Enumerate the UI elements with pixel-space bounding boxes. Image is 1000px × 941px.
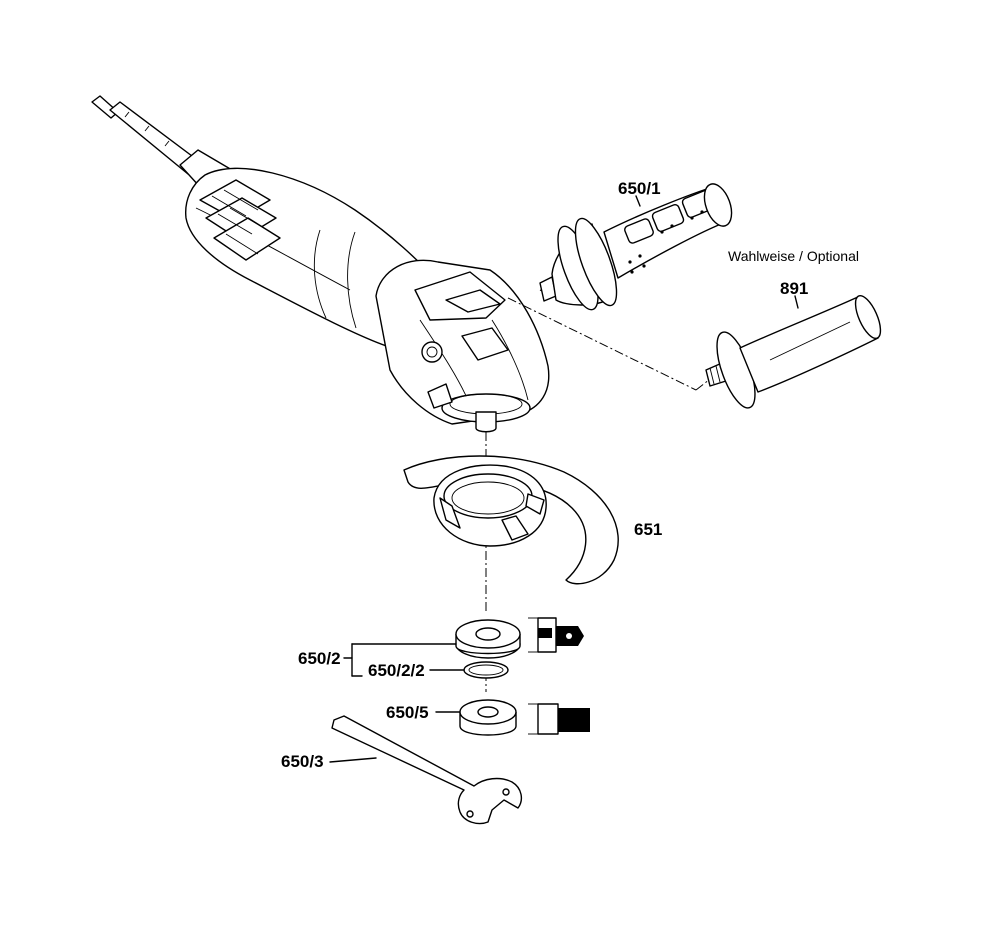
clamping-nut-650-5	[459, 699, 517, 736]
nut-section-icon	[528, 703, 590, 735]
label-650-5: 650/5	[386, 703, 429, 722]
label-650-3: 650/3	[281, 752, 324, 771]
flange-section-icon	[528, 617, 584, 653]
label-650-1: 650/1	[618, 179, 661, 198]
label-650-2: 650/2	[298, 649, 341, 668]
backing-flange-650-2	[455, 619, 521, 659]
side-handle-650-1	[539, 183, 733, 311]
label-651: 651	[634, 520, 662, 539]
side-handle-891	[705, 294, 882, 409]
o-ring-650-2-2	[463, 661, 509, 679]
label-650-2-2: 650/2/2	[368, 661, 425, 680]
optional-note: Wahlweise / Optional	[728, 248, 859, 264]
label-891: 891	[780, 279, 808, 298]
wheel-guard-651	[403, 455, 619, 585]
angle-grinder-body	[91, 95, 550, 433]
leader-lines	[329, 195, 799, 763]
pin-spanner-650-3	[331, 715, 523, 825]
